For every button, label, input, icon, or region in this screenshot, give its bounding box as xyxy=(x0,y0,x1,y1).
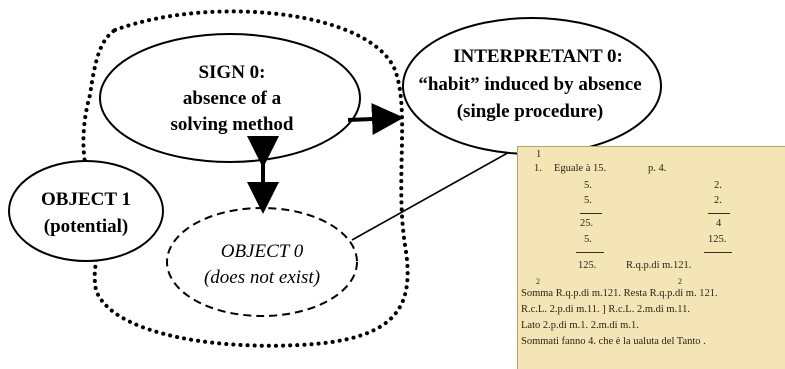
connector-line xyxy=(351,145,521,241)
doc-mark: 1 xyxy=(536,149,542,160)
doc-col-a-4: 5. xyxy=(584,234,592,245)
sign-line2: absence of a xyxy=(183,88,282,109)
doc-rule xyxy=(704,252,732,253)
doc-col-b-2: 2. xyxy=(714,195,722,206)
object0-line2: (does not exist) xyxy=(204,267,320,288)
doc-eq-mid: Eguale à 15. xyxy=(554,163,607,174)
doc-row-1: Somma R.q.p.di m.121. Resta R.q.p.di m. … xyxy=(521,288,718,299)
object1-ellipse xyxy=(8,160,164,262)
manuscript-excerpt: 1 1. Eguale à 15. p. 4. 5. 5. 25. 5. 2. … xyxy=(517,146,785,369)
doc-col-a-2: 5. xyxy=(584,195,592,206)
sign-title: SIGN 0: xyxy=(198,62,265,83)
doc-eq-right: p. 4. xyxy=(648,163,667,174)
doc-result-b: R.q.p.di m.121. xyxy=(626,260,692,271)
doc-col-b-3: 4 xyxy=(716,218,722,229)
doc-rule xyxy=(580,213,602,214)
doc-eq-left: 1. xyxy=(534,163,542,174)
sign-ellipse xyxy=(99,33,361,163)
doc-col-b-4: 125. xyxy=(708,234,727,245)
object0-title: OBJECT 0 xyxy=(221,241,304,262)
doc-rule xyxy=(576,252,604,253)
doc-row-3: Lato 2.p.di m.1. 2.m.di m.1. xyxy=(521,320,639,331)
doc-row-4: Sommati fanno 4. che è la ualuta del Tan… xyxy=(521,336,706,347)
doc-small-2: 2 xyxy=(536,277,540,286)
interpretant-title: INTERPRETANT 0: xyxy=(453,46,623,67)
doc-row-2: R.c.L. 2.p.di m.11. ] R.c.L. 2.m.di m.11… xyxy=(521,304,690,315)
doc-rule xyxy=(708,213,730,214)
sign-line3: solving method xyxy=(171,114,294,135)
interpretant-line3: (single procedure) xyxy=(457,101,604,122)
doc-col-b-1: 2. xyxy=(714,180,722,191)
object0-ellipse xyxy=(166,207,358,317)
object1-title: OBJECT 1 xyxy=(41,189,131,210)
interpretant-line2: “habit” induced by absence xyxy=(418,74,641,95)
arrow-sign-to-interpretant xyxy=(347,103,404,135)
doc-col-a-3: 25. xyxy=(580,218,594,229)
doc-small-2: 2 xyxy=(678,277,682,286)
object1-line2: (potential) xyxy=(44,216,128,237)
doc-col-a-1: 5. xyxy=(584,180,592,191)
doc-result-a: 125. xyxy=(578,260,597,271)
dotted-boundary xyxy=(81,9,410,348)
